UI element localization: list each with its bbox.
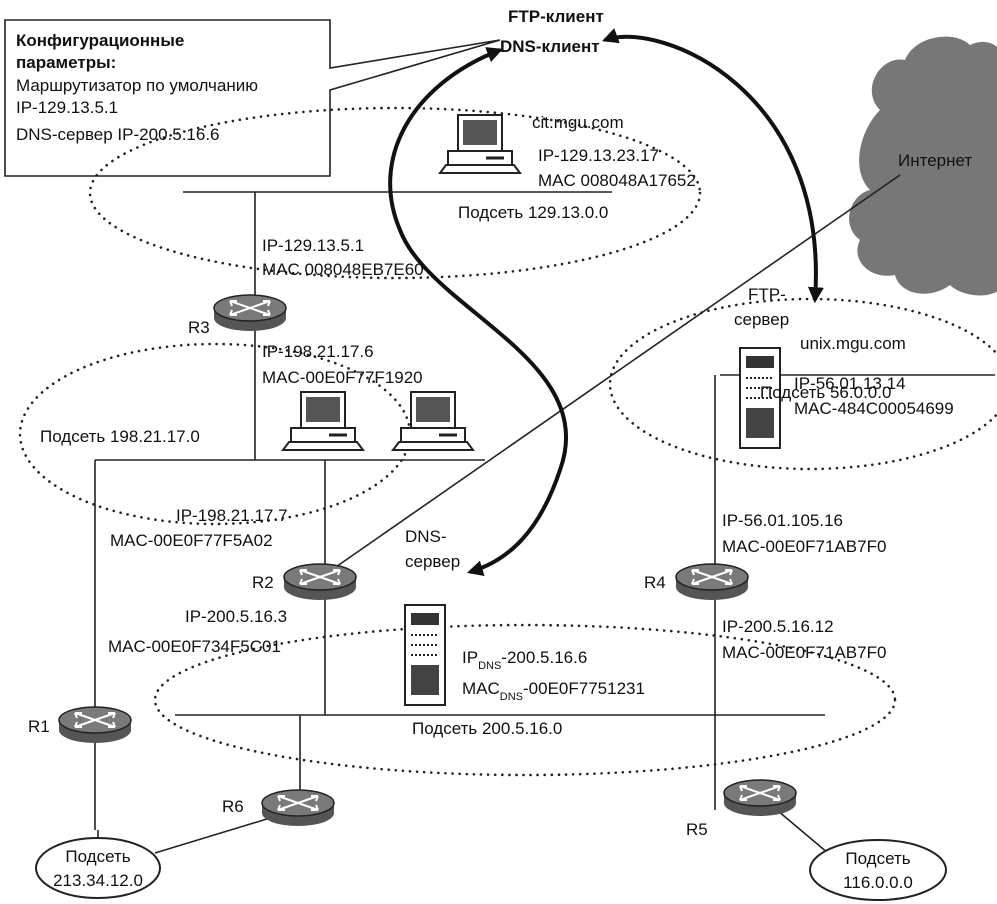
subnet-213-label-1: Подсеть bbox=[65, 847, 130, 866]
config-line2: IP-129.13.5.1 bbox=[16, 98, 118, 117]
r4-top-mac: MAC-00E0F71AB7F0 bbox=[722, 537, 886, 556]
config-callout: Конфигурационные параметры: Маршрутизато… bbox=[4, 19, 501, 177]
router-r1-label: R1 bbox=[28, 717, 50, 736]
ftp-connection-arrow bbox=[601, 28, 824, 304]
dns-server-mac: MACDNS-00E0F7751231 bbox=[462, 679, 645, 703]
subnet-116-label-2: 116.0.0.0 bbox=[843, 873, 913, 892]
dns-server-icon bbox=[404, 604, 446, 706]
ftp-client-label: FTP-клиент bbox=[508, 7, 604, 26]
dns-server-ip: IPDNS-200.5.16.6 bbox=[462, 648, 587, 672]
subnet-198-label: Подсеть 198.21.17.0 bbox=[40, 427, 200, 446]
subnet-129-label: Подсеть 129.13.0.0 bbox=[458, 203, 608, 222]
dns-client-label: DNS-клиент bbox=[500, 37, 600, 56]
config-title-line2: параметры: bbox=[16, 53, 116, 72]
client-mac: MAC 008048A17652 bbox=[538, 171, 696, 190]
subnet-213-label-2: 213.34.12.0 bbox=[53, 871, 143, 890]
router-r4-icon bbox=[675, 563, 749, 601]
r3-bottom-ip: IP-198.21.17.6 bbox=[262, 342, 374, 361]
router-r5-label: R5 bbox=[686, 820, 708, 839]
dns-query-arrow bbox=[388, 47, 569, 576]
ftp-server-label-1: FTP- bbox=[748, 285, 786, 304]
router-r3-label: R3 bbox=[188, 318, 210, 337]
subnet-116-oval bbox=[809, 839, 947, 901]
dns-server-label-1: DNS- bbox=[405, 527, 447, 546]
ftp-server-ip: IP-56.01.13.14 bbox=[794, 374, 906, 393]
router-r2-label: R2 bbox=[252, 573, 274, 592]
r3-top-ip: IP-129.13.5.1 bbox=[262, 236, 364, 255]
r2-top-ip: IP-198.21.17.7 bbox=[176, 506, 288, 525]
config-line3: DNS-сервер IP-200.5.16.6 bbox=[16, 125, 220, 144]
pc-icon bbox=[391, 390, 475, 452]
r2-bottom-ip: IP-200.5.16.3 bbox=[185, 607, 287, 626]
router-r5-icon bbox=[723, 779, 797, 817]
router-r6-label: R6 bbox=[222, 797, 244, 816]
ftp-server-mac: MAC-484C00054699 bbox=[794, 399, 954, 418]
pc-icon bbox=[281, 390, 365, 452]
subnet-56-label-visible: Подсеть 56.0.0.0 bbox=[760, 383, 891, 402]
ftp-server-label-2: сервер bbox=[734, 310, 789, 329]
r4-top-ip: IP-56.01.105.16 bbox=[722, 511, 843, 530]
router-r1-icon bbox=[58, 706, 132, 744]
internet-cloud: Интернет bbox=[849, 36, 997, 296]
subnet-200-label: Подсеть 200.5.16.0 bbox=[412, 719, 562, 738]
subnet-116-label-1: Подсеть bbox=[845, 849, 910, 868]
r3-bottom-mac: MAC-00E0F77F1920 bbox=[262, 368, 423, 387]
router-r4-label: R4 bbox=[644, 573, 666, 592]
r4-bottom-ip: IP-200.5.16.12 bbox=[722, 617, 834, 636]
subnet-200-outline bbox=[153, 623, 897, 777]
client-pc-icon bbox=[438, 113, 522, 175]
router-r2-icon bbox=[283, 563, 357, 601]
config-title-line1: Конфигурационные bbox=[16, 31, 184, 50]
internet-label: Интернет bbox=[898, 151, 972, 170]
config-line1: Маршрутизатор по умолчанию bbox=[16, 76, 258, 95]
r4-bottom-mac: MAC-00E0F71AB7F0 bbox=[722, 643, 886, 662]
r2-bottom-mac: MAC-00E0F734F5C01 bbox=[108, 637, 281, 656]
r3-top-mac: MAC 008048EB7E60 bbox=[262, 260, 424, 279]
router-r3-icon bbox=[213, 294, 287, 332]
client-host: cit.mgu.com bbox=[532, 113, 624, 132]
router-r6-icon bbox=[261, 789, 335, 827]
client-ip: IP-129.13.23.17 bbox=[538, 146, 659, 165]
subnet-213-oval bbox=[35, 837, 161, 899]
r2-top-mac: MAC-00E0F77F5A02 bbox=[110, 531, 273, 550]
ftp-server-host: unix.mgu.com bbox=[800, 334, 906, 353]
dns-server-label-2: сервер bbox=[405, 552, 460, 571]
